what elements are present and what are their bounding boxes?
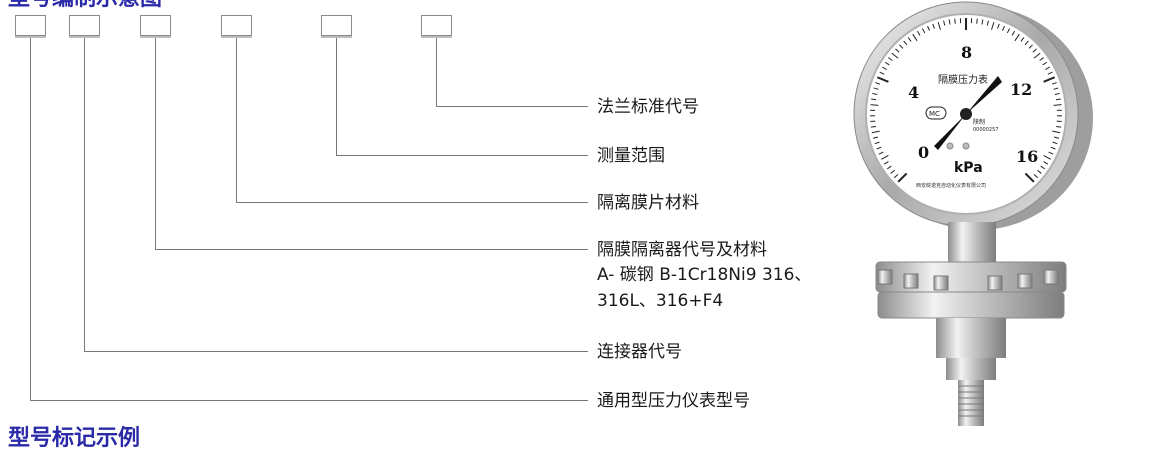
leader-line-3-horizontal — [155, 249, 588, 250]
gauge-stem — [948, 222, 996, 262]
diaphragm-pressure-gauge-photo: 0 4 8 12 16 隔膜压力表 MC 陕制 00000257 kPa 西安皖… — [838, 0, 1138, 437]
scale-label-16: 16 — [1016, 147, 1038, 166]
label-general-gauge-model: 通用型压力仪表型号 — [597, 391, 750, 411]
scale-label-8: 8 — [961, 43, 972, 62]
dial-screw-right — [963, 143, 969, 149]
leader-line-3-vertical — [155, 38, 156, 249]
scale-label-4: 4 — [908, 83, 919, 102]
code-box-3 — [140, 15, 171, 36]
serial-number: 00000257 — [973, 127, 998, 133]
label-measuring-range: 测量范围 — [597, 146, 665, 166]
metrology-logo-text: MC — [929, 110, 940, 118]
scale-tick — [955, 19, 956, 24]
made-mark: 陕制 — [973, 118, 985, 126]
leader-line-6-vertical — [436, 38, 437, 106]
code-box-1 — [15, 15, 46, 36]
scale-label-12: 12 — [1010, 80, 1032, 99]
leader-line-6-horizontal — [436, 106, 588, 107]
code-box-5 — [321, 15, 352, 36]
scale-tick — [871, 126, 876, 127]
example-title: 型号标记示例 — [8, 428, 140, 450]
scale-tick — [1056, 126, 1061, 127]
maker-name: 西安皖诺克自动化仪表有限公司 — [916, 182, 986, 189]
label-separator-title: 隔膜隔离器代号及材料 — [597, 240, 767, 260]
leader-line-4-vertical — [236, 38, 237, 202]
scale-tick — [977, 19, 978, 24]
unit-label: kPa — [954, 160, 983, 176]
leader-line-4-horizontal — [236, 202, 588, 203]
label-flange-standard-code: 法兰标准代号 — [597, 97, 699, 117]
leader-line-5-horizontal — [336, 155, 588, 156]
label-separator-code-material: 隔膜隔离器代号及材料 A- 碳钢 B-1Cr18Ni9 316、 316L、31… — [597, 240, 811, 312]
dial-screw-left — [947, 143, 953, 149]
flange-lower — [878, 292, 1064, 318]
leader-line-1-vertical — [30, 38, 31, 400]
dial-title: 隔膜压力表 — [938, 73, 988, 86]
label-separator-materials-line-2: 316L、316+F4 — [597, 290, 811, 312]
code-box-4 — [221, 15, 252, 36]
leader-line-2-vertical — [84, 38, 85, 351]
leader-line-5-vertical — [336, 38, 337, 155]
hex-nut — [946, 358, 996, 380]
connector-body — [936, 318, 1006, 358]
leader-line-2-horizontal — [84, 351, 588, 352]
scale-label-0: 0 — [918, 143, 929, 162]
needle-hub — [960, 108, 972, 120]
label-diaphragm-material: 隔离膜片材料 — [597, 193, 699, 213]
label-separator-materials-line-1: A- 碳钢 B-1Cr18Ni9 316、 — [597, 260, 811, 290]
leader-line-1-horizontal — [30, 400, 588, 401]
diagram-title: 型号编制示意图 — [8, 0, 162, 10]
threaded-connector — [958, 380, 984, 426]
label-connector-code: 连接器代号 — [597, 342, 682, 362]
code-box-2 — [69, 15, 100, 36]
code-box-6 — [421, 15, 452, 36]
